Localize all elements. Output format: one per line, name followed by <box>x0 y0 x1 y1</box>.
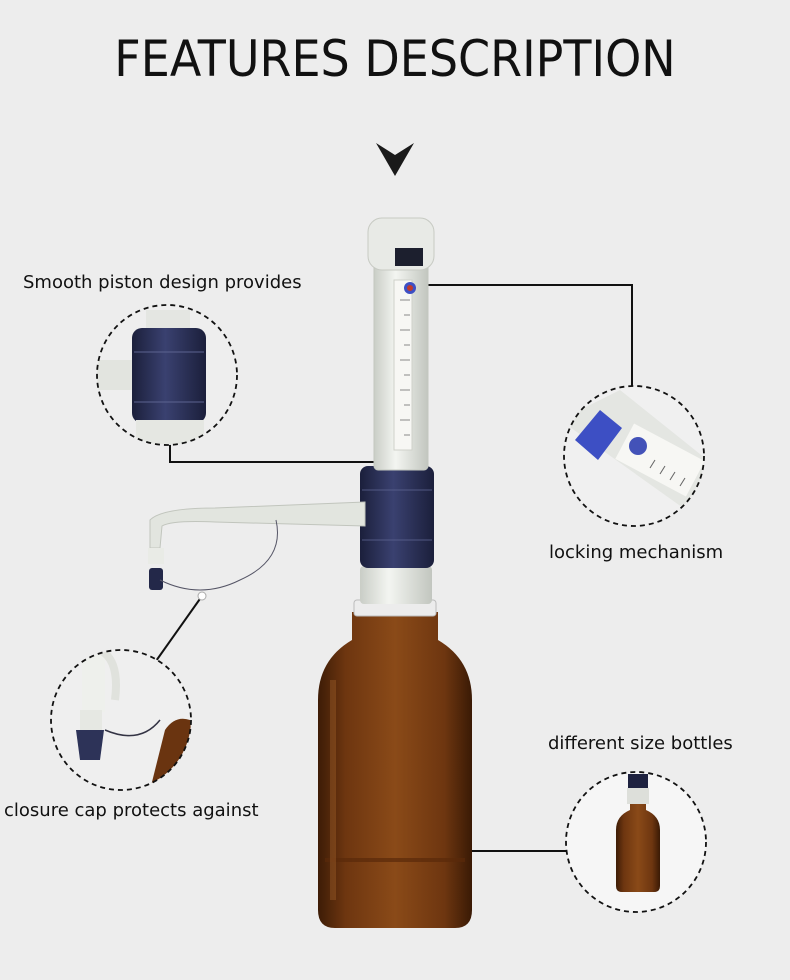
dispenser-main <box>148 217 472 928</box>
label-piston: Smooth piston design provides <box>23 272 302 293</box>
callout-circle-bottles <box>565 771 707 913</box>
label-locking: locking mechanism <box>549 542 724 563</box>
callout-circle-piston <box>96 304 238 446</box>
callout-circle-closure <box>50 649 192 791</box>
label-bottles: different size bottles <box>548 733 733 754</box>
label-closure: closure cap protects against <box>4 800 259 821</box>
down-arrow-icon <box>376 143 414 176</box>
page-title: FEATURES DESCRIPTION <box>114 30 676 88</box>
callout-circle-locking <box>563 385 705 527</box>
